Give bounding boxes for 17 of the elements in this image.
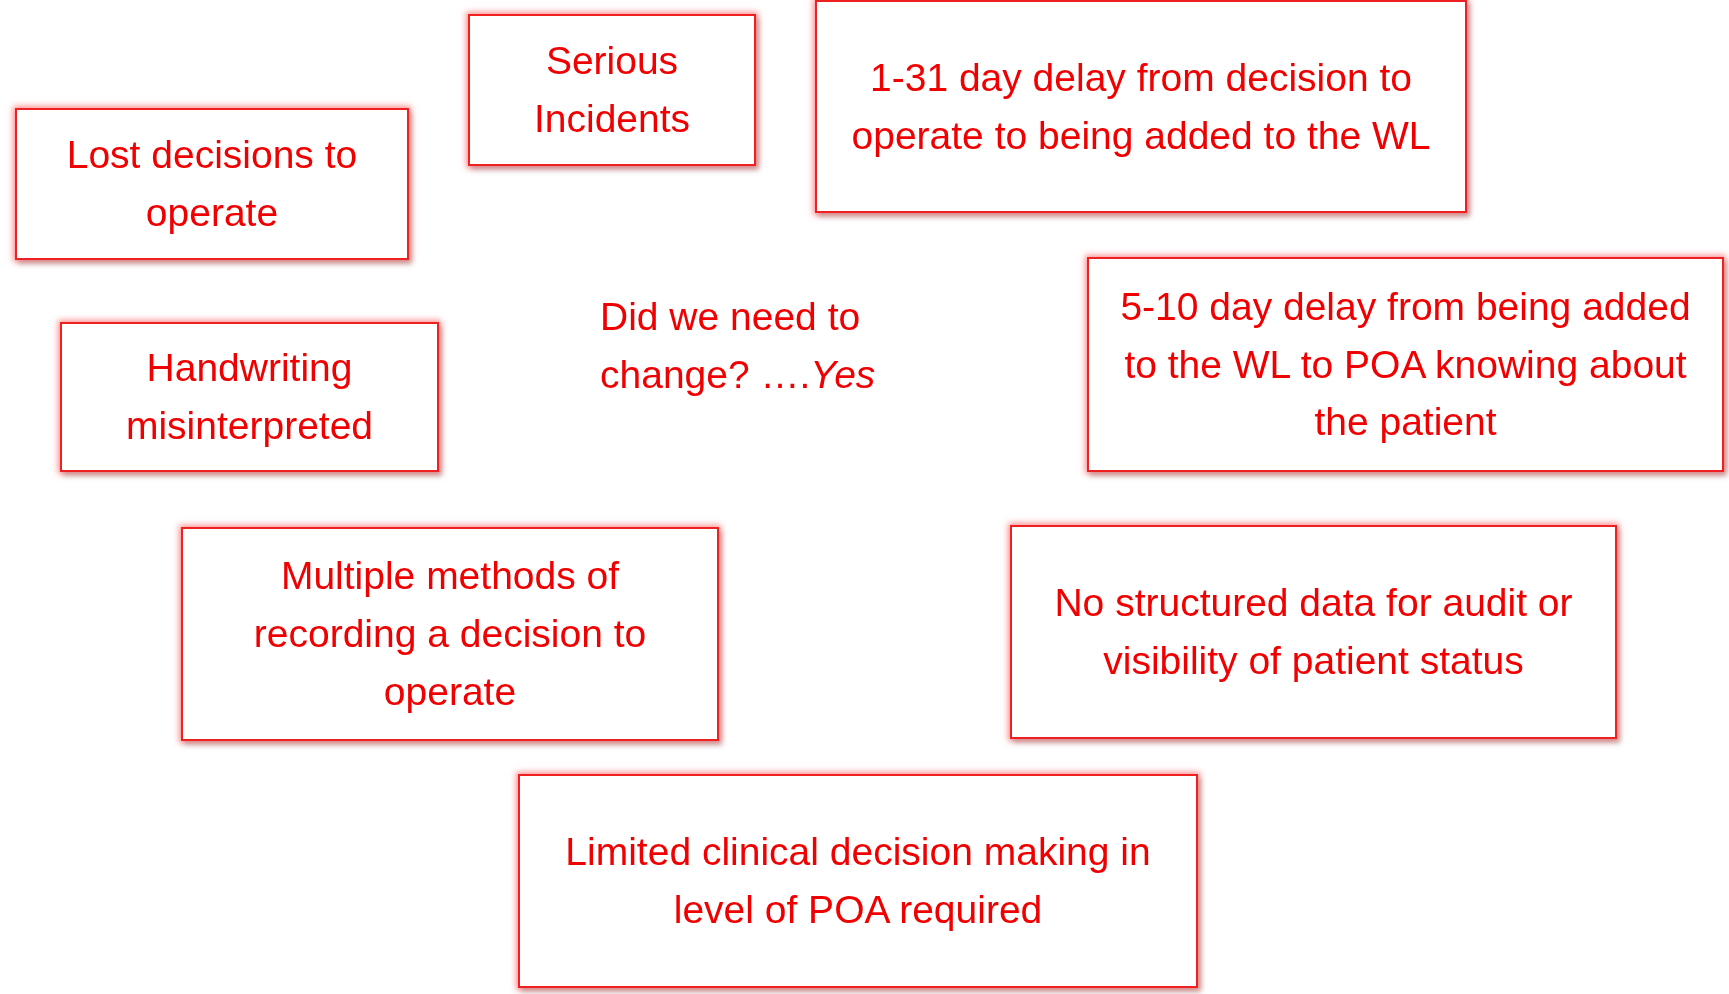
issue-text: Lost decisions to operate [65,132,359,236]
issue-text: 1-31 day delay from decision to operate to being added to the WL [850,54,1432,159]
issue-text: Limited clinical decision making in level of POA required [564,829,1152,933]
question-text: Did we need to change? ….Yes [600,294,877,398]
issue-box [1010,525,1617,739]
issue-box [60,322,439,472]
issue-text: Serious Incidents [532,38,692,142]
issue-text: No structured data for audit or visibility of patient status [1053,580,1574,684]
issue-box [181,527,719,741]
issue-text: 5-10 day delay from being added to the WL to POA knowing about the patient [1119,283,1692,446]
issue-text: Multiple methods of recording a decision to operate [252,553,648,715]
issue-box [1087,257,1724,472]
issue-box [468,14,756,166]
issue-box [15,108,409,260]
issue-text: Handwriting misinterpreted [124,345,375,449]
issue-box [518,774,1198,988]
issue-box [815,0,1467,213]
